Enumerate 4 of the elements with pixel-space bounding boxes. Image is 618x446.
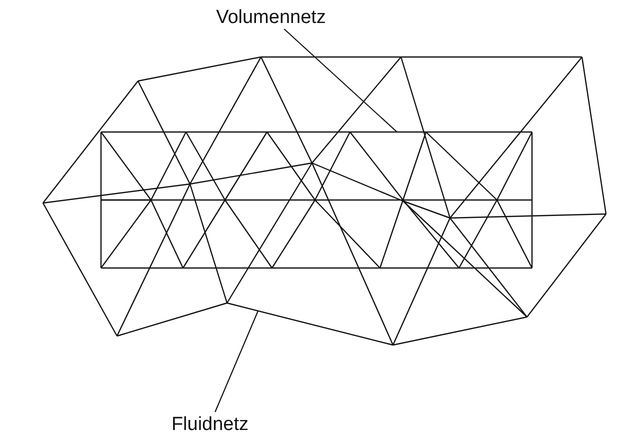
mesh-label: Fluidnetz: [171, 414, 249, 434]
leader-line: [214, 310, 258, 412]
leader-line: [284, 28, 398, 132]
mesh-label: Volumennetz: [216, 8, 326, 26]
